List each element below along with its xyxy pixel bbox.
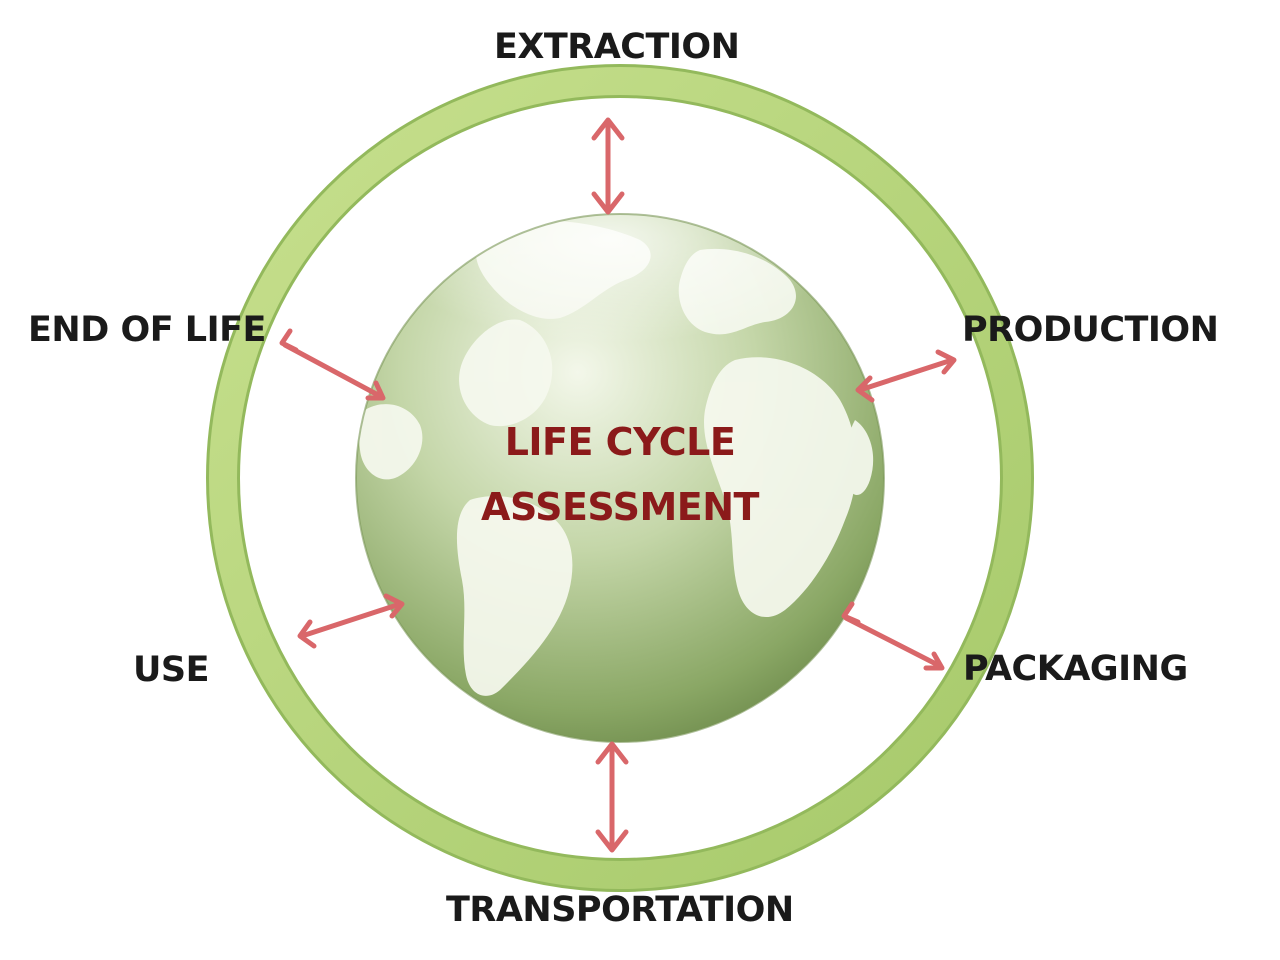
center-title-line1: LIFE CYCLE — [504, 420, 736, 464]
stage-label-production: PRODUCTION — [962, 310, 1219, 350]
stage-label-end-of-life: END OF LIFE — [28, 310, 266, 350]
stage-label-use: USE — [133, 650, 210, 690]
arrow-transportation — [595, 741, 629, 853]
center-title-line2: ASSESSMENT — [481, 485, 759, 529]
arrow-end-of-life — [279, 328, 386, 401]
arrow-use — [297, 593, 405, 649]
stage-label-packaging: PACKAGING — [963, 649, 1188, 689]
stage-label-extraction: EXTRACTION — [494, 27, 740, 67]
arrow-production — [855, 349, 957, 403]
stage-label-transportation: TRANSPORTATION — [446, 890, 794, 930]
globe-icon — [355, 205, 885, 743]
arrow-packaging — [841, 601, 945, 671]
arrow-extraction — [591, 117, 625, 215]
